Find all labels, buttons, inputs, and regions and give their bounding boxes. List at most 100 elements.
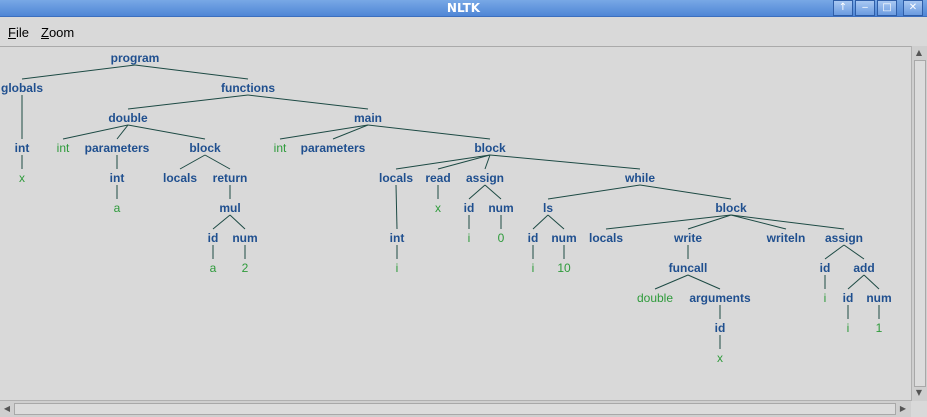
tree-node-int: int <box>390 231 405 245</box>
leaf-int: int <box>274 141 287 155</box>
leaf-10: 10 <box>557 261 571 275</box>
tree-node-globals: globals <box>1 81 43 95</box>
tree-edge <box>212 214 231 230</box>
tree-node-num: num <box>232 231 257 245</box>
window-pin-icon[interactable]: ↑ <box>833 0 853 16</box>
tree-node-block: block <box>715 201 747 215</box>
tree-edge <box>547 184 641 200</box>
tree-edge <box>532 214 549 230</box>
tree-node-id: id <box>820 261 831 275</box>
tree-node-ls: ls <box>543 201 553 215</box>
leaf-a: a <box>114 201 121 215</box>
scroll-up-icon[interactable]: ▲ <box>915 48 923 57</box>
tree-node-locals: locals <box>379 171 413 185</box>
tree-edge <box>489 154 641 170</box>
menu-zoom[interactable]: Zoom <box>41 25 74 40</box>
tree-node-assign: assign <box>825 231 863 245</box>
vertical-scroll-thumb[interactable] <box>914 60 926 387</box>
window-minimize-icon[interactable]: ‒ <box>855 0 875 16</box>
scroll-down-icon[interactable]: ▼ <box>915 388 923 397</box>
scroll-right-icon[interactable]: ▶ <box>899 404 907 413</box>
tree-node-read: read <box>425 171 450 185</box>
leaf-i: i <box>396 261 399 275</box>
tree-edge <box>484 184 502 200</box>
tree-edge <box>127 94 249 110</box>
window-close-icon[interactable]: ✕ <box>903 0 923 16</box>
tree-node-assign: assign <box>466 171 504 185</box>
tree-node-functions: functions <box>221 81 275 95</box>
tree-node-add: add <box>853 261 874 275</box>
leaf-int: int <box>57 141 70 155</box>
tree-node-program: program <box>111 51 160 65</box>
vertical-scrollbar[interactable]: ▲ ▼ <box>911 46 927 401</box>
tree-node-funcall: funcall <box>669 261 708 275</box>
tree-edge <box>247 94 369 110</box>
tree-edge <box>229 214 246 230</box>
leaf-i: i <box>468 231 471 245</box>
window-title: NLTK <box>446 1 481 15</box>
tree-node-block: block <box>474 141 506 155</box>
tree-node-num: num <box>866 291 891 305</box>
tree-node-parameters: parameters <box>85 141 150 155</box>
tree-edge <box>179 154 206 170</box>
tree-nodes: program globals int x functions double int para… <box>1 51 892 365</box>
tree-node-id: id <box>528 231 539 245</box>
leaf-a: a <box>210 261 217 275</box>
leaf-x: x <box>717 351 723 365</box>
tree-node-writeln: writeln <box>766 231 806 245</box>
tree-edge <box>127 124 206 140</box>
scroll-left-icon[interactable]: ◀ <box>3 404 11 413</box>
tree-edge <box>605 214 732 230</box>
leaf-0: 0 <box>498 231 505 245</box>
leaf-i: i <box>824 291 827 305</box>
tree-node-write: write <box>673 231 702 245</box>
tree-edge <box>687 214 732 230</box>
tree-node-id: id <box>843 291 854 305</box>
tree-node-int: int <box>15 141 30 155</box>
leaf-i: i <box>532 261 535 275</box>
menu-file-label: ile <box>15 25 29 40</box>
tree-edge <box>847 274 865 290</box>
tree-edge <box>21 64 136 80</box>
leaf-x: x <box>435 201 441 215</box>
horizontal-scroll-thumb[interactable] <box>14 403 896 415</box>
tree-node-num: num <box>488 201 513 215</box>
tree-edge <box>62 124 129 140</box>
tree-edge <box>332 124 369 140</box>
tree-node-arguments: arguments <box>689 291 751 305</box>
tree-edge <box>639 184 732 200</box>
parse-tree: program globals int x functions double int para… <box>1 51 892 365</box>
tree-canvas: program globals int x functions double int para… <box>0 46 911 400</box>
tree-node-id: id <box>464 201 475 215</box>
tree-edge <box>730 214 845 230</box>
tree-edge <box>824 244 845 260</box>
tree-edge <box>395 184 398 230</box>
menu-file[interactable]: File <box>8 25 29 40</box>
window-maximize-icon[interactable]: □ <box>877 0 897 16</box>
menu-zoom-label: oom <box>48 25 75 40</box>
menu-zoom-mnemonic: Z <box>41 25 49 40</box>
menu-bar: File Zoom <box>0 17 927 45</box>
tree-node-id: id <box>208 231 219 245</box>
tree-node-locals: locals <box>163 171 197 185</box>
tree-edge <box>687 274 721 290</box>
tree-edge <box>484 154 491 170</box>
tree-edge <box>547 214 565 230</box>
leaf-double: double <box>637 291 673 305</box>
leaf-i: i <box>847 321 850 335</box>
tree-node-main: main <box>354 111 382 125</box>
title-bar: NLTK ↑ ‒ □ ✕ <box>0 0 927 17</box>
tree-node-parameters: parameters <box>301 141 366 155</box>
leaf-1: 1 <box>876 321 883 335</box>
tree-node-double: double <box>108 111 148 125</box>
tree-edge <box>367 124 491 140</box>
tree-edge <box>116 124 129 140</box>
tree-edge <box>279 124 369 140</box>
menu-file-mnemonic: F <box>8 25 16 40</box>
tree-node-num: num <box>551 231 576 245</box>
tree-node-mul: mul <box>219 201 240 215</box>
leaf-2: 2 <box>242 261 249 275</box>
tree-edge <box>843 244 865 260</box>
tree-edge <box>730 214 787 230</box>
horizontal-scrollbar[interactable]: ◀ ▶ <box>0 400 911 417</box>
